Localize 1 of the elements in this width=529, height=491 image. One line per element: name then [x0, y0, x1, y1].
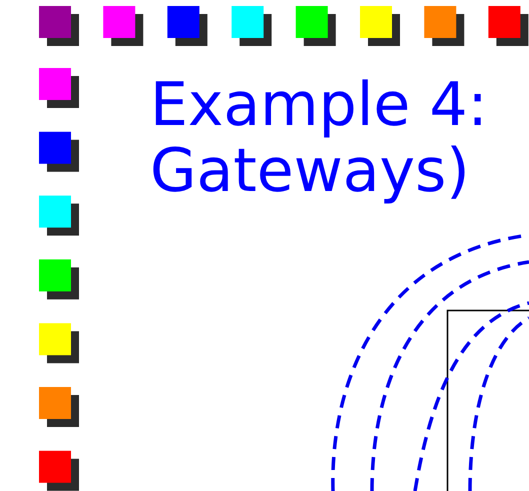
- title: Example 4: Gateways): [150, 72, 489, 204]
